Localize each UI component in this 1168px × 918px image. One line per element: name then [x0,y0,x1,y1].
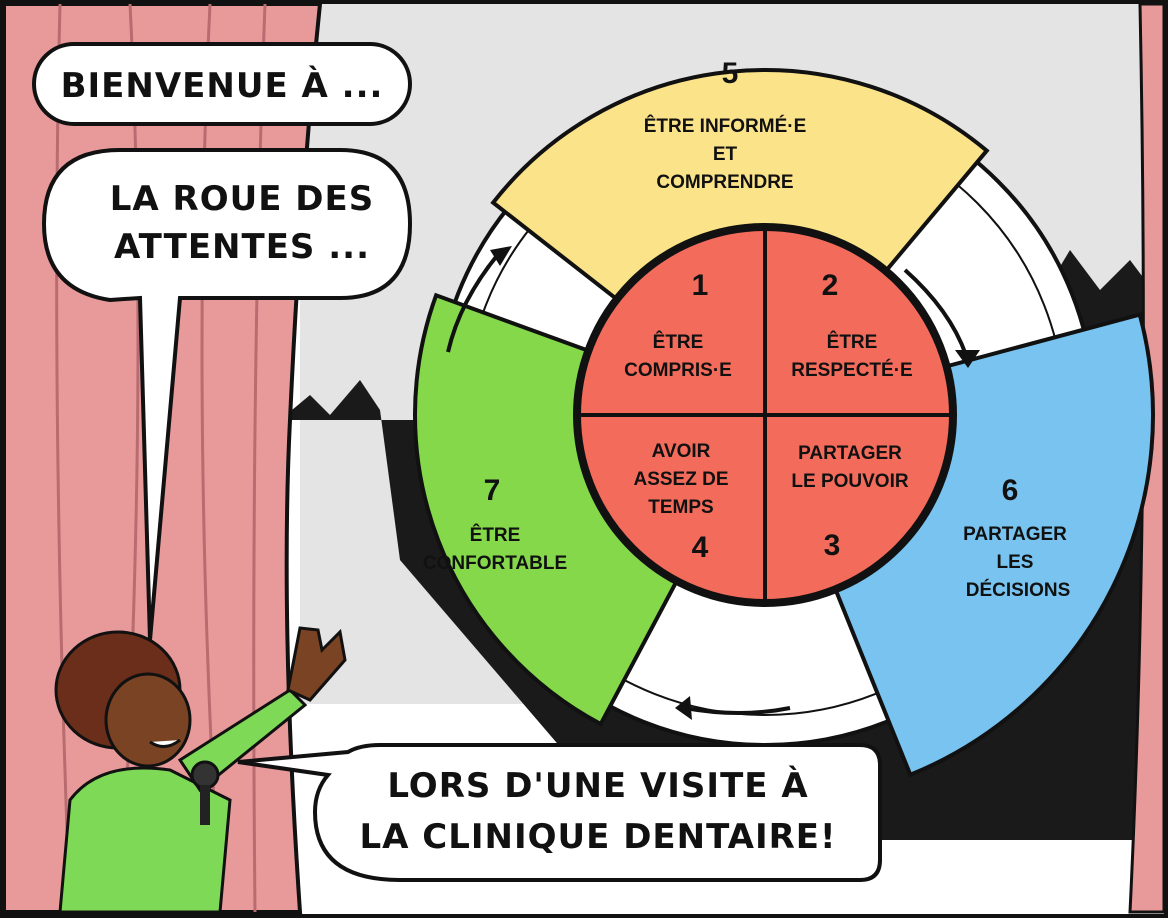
quadrant-2-number: 2 [822,269,839,302]
segment-6-line-1: PARTAGER [963,524,1067,545]
segment-6-number: 6 [1002,474,1019,507]
character-smile [149,738,181,748]
arrow-6-to-7-head [675,696,692,720]
bubble-visit-shape [237,743,882,882]
arrow-7-to-5-head [490,246,512,266]
arrow-6-to-7 [684,706,791,715]
microphone-icon [190,760,220,790]
quadrant-2-line-1: ÊTRE [827,331,878,353]
quadrant-3-line-2: LE POUVOIR [791,471,908,492]
character-sweater [58,766,232,914]
speech-bubble-wheel: LA ROUE DES ATTENTES ... [41,148,413,641]
character-face [104,672,192,768]
segment-5-line-3: COMPRENDRE [656,172,793,193]
segment-7-line-2: CONFORTABLE [423,553,567,574]
bubble-wheel-shape [41,148,413,641]
segment-5-number: 5 [722,57,739,90]
bubble-wheel-line-2: ATTENTES ... [114,227,370,267]
quadrant-3-line-1: PARTAGER [798,443,902,464]
quadrant-4-line-2: ASSEZ DE [633,469,728,490]
character-hand [286,626,347,702]
segment-7-number: 7 [484,474,501,507]
bubble-welcome-text: BIENVENUE À ... [61,65,384,106]
segment-5-line-1: ÊTRE INFORMÉ·E [644,115,807,137]
segment-6-line-3: DÉCISIONS [966,579,1071,601]
quadrant-1-line-1: ÊTRE [653,331,704,353]
host-character [54,626,347,914]
arrow-5-to-6-head [955,350,980,368]
speech-bubble-visit: LORS D'UNE VISITE À LA CLINIQUE DENTAIRE… [237,743,882,882]
speech-bubble-welcome: BIENVENUE À ... [32,42,412,126]
arrow-7-to-5 [446,250,502,353]
quadrant-4-number: 4 [692,531,709,564]
quadrant-1-number: 1 [692,269,709,302]
quadrant-4-line-3: TEMPS [648,497,713,518]
microphone-handle [200,785,210,825]
bubble-visit-line-2: LA CLINIQUE DENTAIRE! [359,817,836,857]
bubble-wheel-line-1: LA ROUE DES [110,179,375,219]
quadrant-2-line-2: RESPECTÉ·E [791,359,912,381]
bubble-visit-line-1: LORS D'UNE VISITE À [387,765,808,806]
segment-6-line-2: LES [997,552,1034,573]
segment-5-line-2: ET [713,144,738,165]
bubble-welcome-shape [32,42,412,126]
curtain-folds [55,3,267,913]
arrow-5-to-6 [903,268,968,356]
segment-7-line-1: ÊTRE [470,524,521,546]
quadrant-4-line-1: AVOIR [652,441,711,462]
quadrant-3-number: 3 [824,529,841,562]
quadrant-1-line-2: COMPRIS·E [624,360,732,381]
wheel-of-expectations: 1 ÊTRE COMPRIS·E 2 ÊTRE RESPECTÉ·E PARTA… [413,57,1155,778]
